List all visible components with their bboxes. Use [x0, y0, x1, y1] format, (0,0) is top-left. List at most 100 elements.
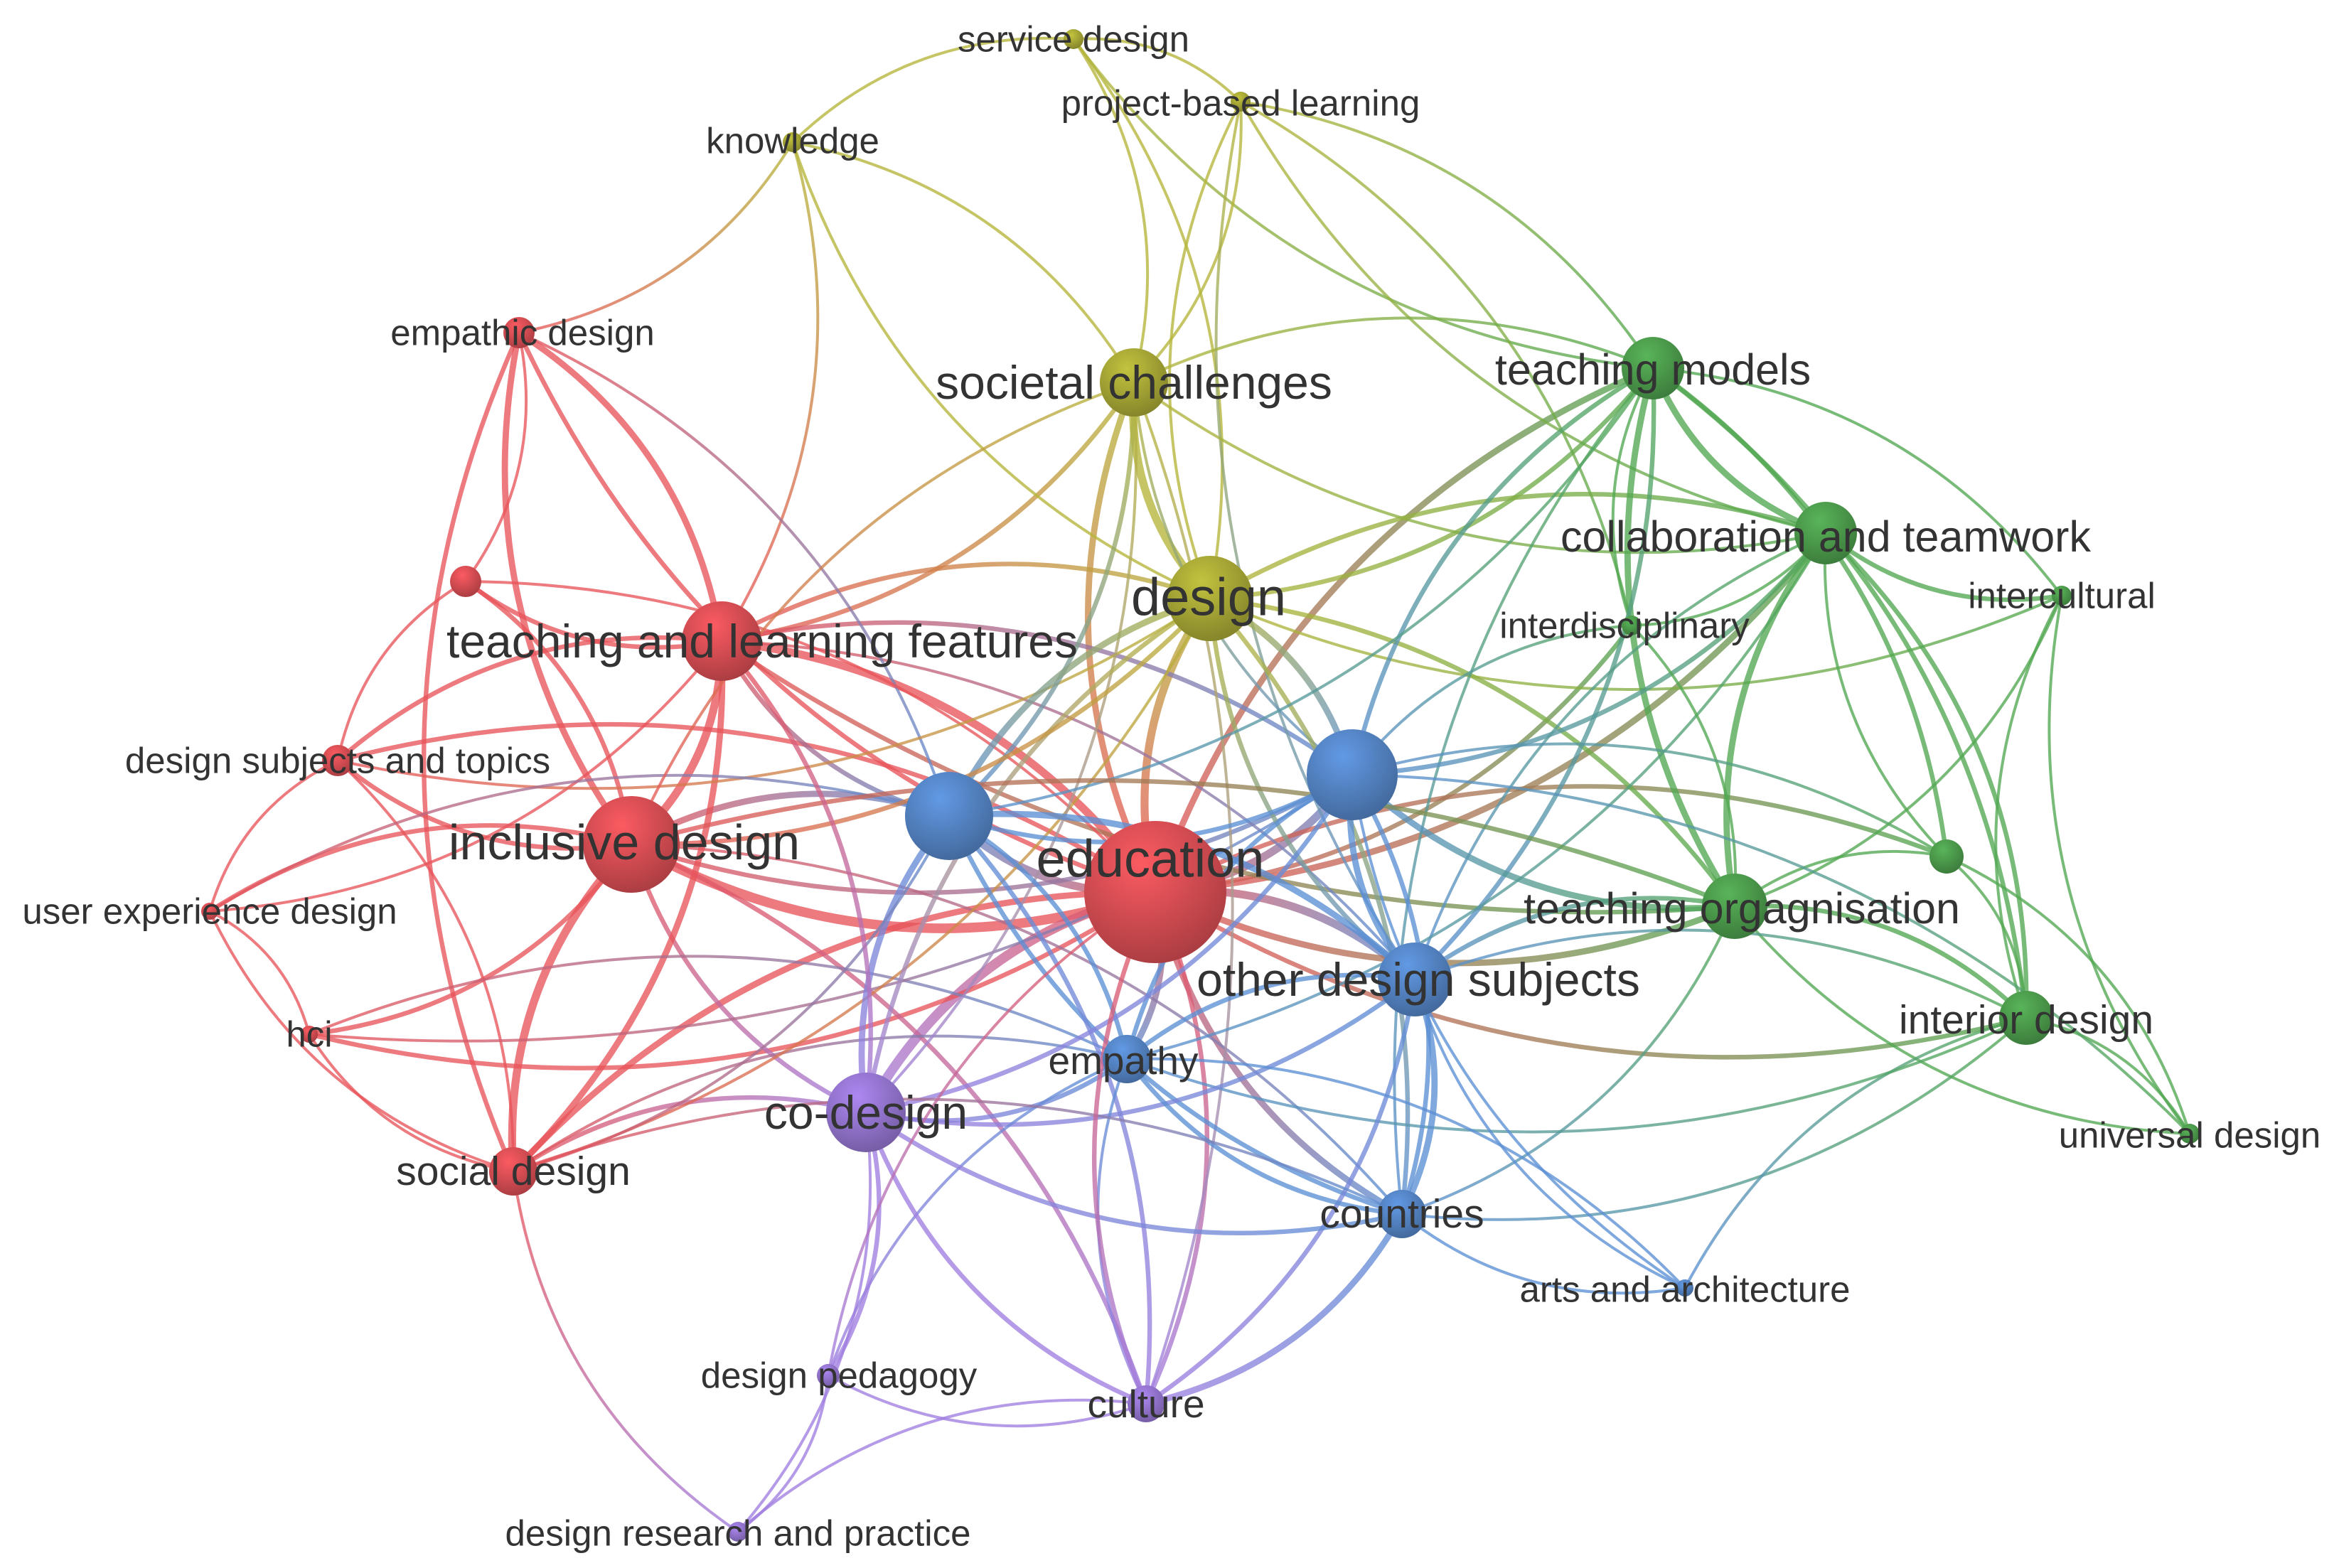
node-collaboration-teamwork[interactable]: [1794, 502, 1857, 564]
edge-teaching-organisation-blue-right: [1349, 771, 1738, 912]
node-teaching-learning[interactable]: [682, 601, 761, 681]
node-teaching-models[interactable]: [1622, 337, 1684, 399]
label-design: design: [1131, 568, 1286, 627]
edge-education-culture: [1143, 889, 1209, 1407]
edge-design-subjects-topics-user-experience-design: [208, 759, 339, 913]
edge-hci-social-design: [308, 1033, 515, 1173]
edge-project-based-learning-other-design-subjects: [1214, 100, 1416, 981]
node-service-design[interactable]: [1064, 29, 1083, 49]
node-design-pedagogy[interactable]: [817, 1364, 840, 1387]
label-arts-architecture: arts and architecture: [1520, 1269, 1851, 1310]
node-design-subjects-topics[interactable]: [322, 745, 353, 776]
node-interior-design[interactable]: [1999, 991, 2053, 1045]
label-user-experience-design: user experience design: [22, 891, 397, 932]
edge-teaching-models-teaching-organisation: [1624, 365, 1738, 910]
node-interdisciplinary[interactable]: [1622, 616, 1642, 635]
edge-user-experience-design-hci: [208, 910, 311, 1036]
edge-service-design-teaching-models: [1072, 38, 1654, 370]
edge-societal-challenges-culture: [1133, 381, 1234, 1405]
label-knowledge: knowledge: [706, 121, 879, 161]
node-knowledge[interactable]: [783, 132, 803, 152]
node-teaching-organisation[interactable]: [1702, 874, 1767, 939]
edge-teaching-learning-user-experience-design: [208, 640, 723, 913]
node-layer: [201, 29, 2200, 1542]
node-countries[interactable]: [1378, 1190, 1426, 1238]
edge-design-teaching-organisation: [1207, 596, 1738, 909]
node-arts-architecture[interactable]: [1676, 1279, 1693, 1296]
edge-empathic-design-knowledge: [518, 141, 794, 334]
edge-teaching-models-interior-design: [1650, 365, 2029, 1021]
edge-other-design-subjects-co-design: [863, 977, 1418, 1127]
edge-project-based-learning-teaching-models: [1239, 100, 1654, 370]
edge-empathic-design-red-unlabeled: [464, 331, 528, 583]
edge-social-design-design-research-practice: [512, 1170, 739, 1533]
edge-empathy-countries: [1124, 1056, 1405, 1217]
edge-inclusive-design-hci: [306, 842, 634, 1037]
edge-collaboration-teamwork-interior-design: [1823, 530, 2029, 1021]
node-blue-right[interactable]: [1307, 729, 1398, 820]
edge-education-empathic-design: [516, 330, 1158, 895]
node-societal-challenges[interactable]: [1100, 348, 1168, 417]
node-universal-design[interactable]: [2180, 1124, 2200, 1144]
edge-intercultural-teaching-organisation: [1733, 594, 2063, 908]
node-hci[interactable]: [301, 1026, 318, 1043]
node-blue-left[interactable]: [905, 772, 993, 860]
node-culture[interactable]: [1128, 1385, 1165, 1422]
edge-red-unlabeled-education: [464, 580, 1157, 893]
node-green-unlabeled[interactable]: [1929, 839, 1964, 874]
label-interior-design: interior design: [1899, 997, 2153, 1043]
node-red-unlabeled[interactable]: [450, 566, 481, 597]
edge-co-design-culture: [863, 1110, 1149, 1407]
node-empathy[interactable]: [1103, 1035, 1151, 1083]
node-other-design-subjects[interactable]: [1378, 943, 1452, 1016]
edge-collaboration-teamwork-other-design-subjects: [1413, 532, 1827, 981]
edge-knowledge-societal-challenges: [791, 141, 1135, 384]
edge-teaching-learning-design: [719, 562, 1213, 644]
label-social-design: social design: [396, 1149, 631, 1194]
edge-interior-design-arts-architecture: [1683, 1016, 2028, 1289]
edge-service-design-project-based-learning: [1072, 37, 1242, 103]
node-inclusive-design[interactable]: [583, 796, 680, 893]
node-intercultural[interactable]: [2052, 586, 2072, 606]
edge-countries-culture: [1142, 1210, 1406, 1407]
label-intercultural: intercultural: [1968, 576, 2156, 616]
edge-teaching-learning-knowledge: [720, 141, 820, 643]
edge-teaching-models-blue-right: [1349, 365, 1656, 778]
node-co-design[interactable]: [826, 1073, 906, 1152]
node-user-experience-design[interactable]: [201, 903, 218, 920]
edge-collaboration-teamwork-blue-right: [1349, 530, 1829, 778]
label-co-design: co-design: [764, 1086, 968, 1139]
node-education[interactable]: [1084, 821, 1226, 963]
label-culture: culture: [1087, 1382, 1204, 1426]
edge-design-pedagogy-education: [827, 891, 1157, 1377]
node-empathic-design[interactable]: [503, 317, 535, 348]
edge-education-hci: [306, 889, 1158, 1070]
label-other-design-subjects: other design subjects: [1197, 953, 1640, 1006]
node-project-based-learning[interactable]: [1231, 92, 1251, 112]
edge-empathy-arts-architecture: [1125, 1057, 1686, 1289]
edge-collaboration-teamwork-green-unlabeled: [1823, 532, 1948, 858]
edge-education-design-subjects-topics: [335, 721, 1158, 895]
edge-red-unlabeled-design-subjects-topics: [336, 580, 467, 762]
edge-other-design-subjects-empathy: [1124, 972, 1418, 1062]
edge-collaboration-teamwork-intercultural: [1823, 530, 2065, 602]
label-empathic-design: empathic design: [390, 313, 654, 353]
label-project-based-learning: project-based learning: [1061, 83, 1420, 124]
edge-project-based-learning-interdisciplinary: [1239, 100, 1633, 627]
node-social-design[interactable]: [489, 1147, 537, 1196]
edge-design-subjects-topics-design: [336, 597, 1211, 790]
edge-interdisciplinary-teaching-organisation: [1630, 624, 1738, 908]
edge-inclusive-design-culture: [628, 842, 1149, 1407]
edge-interdisciplinary-blue-right: [1351, 624, 1633, 776]
edge-design-intercultural: [1209, 594, 2063, 691]
edge-societal-challenges-blue-left: [946, 380, 1137, 819]
edge-design-pedagogy-design-research-practice: [737, 1374, 830, 1533]
edge-teaching-learning-blue-right: [719, 620, 1355, 778]
edge-teaching-organisation-inclusive-design: [628, 778, 1738, 909]
label-design-subjects-topics: design subjects and topics: [125, 741, 550, 781]
label-service-design: service design: [958, 19, 1189, 60]
node-design-research-practice[interactable]: [728, 1522, 748, 1542]
node-design[interactable]: [1167, 556, 1253, 641]
